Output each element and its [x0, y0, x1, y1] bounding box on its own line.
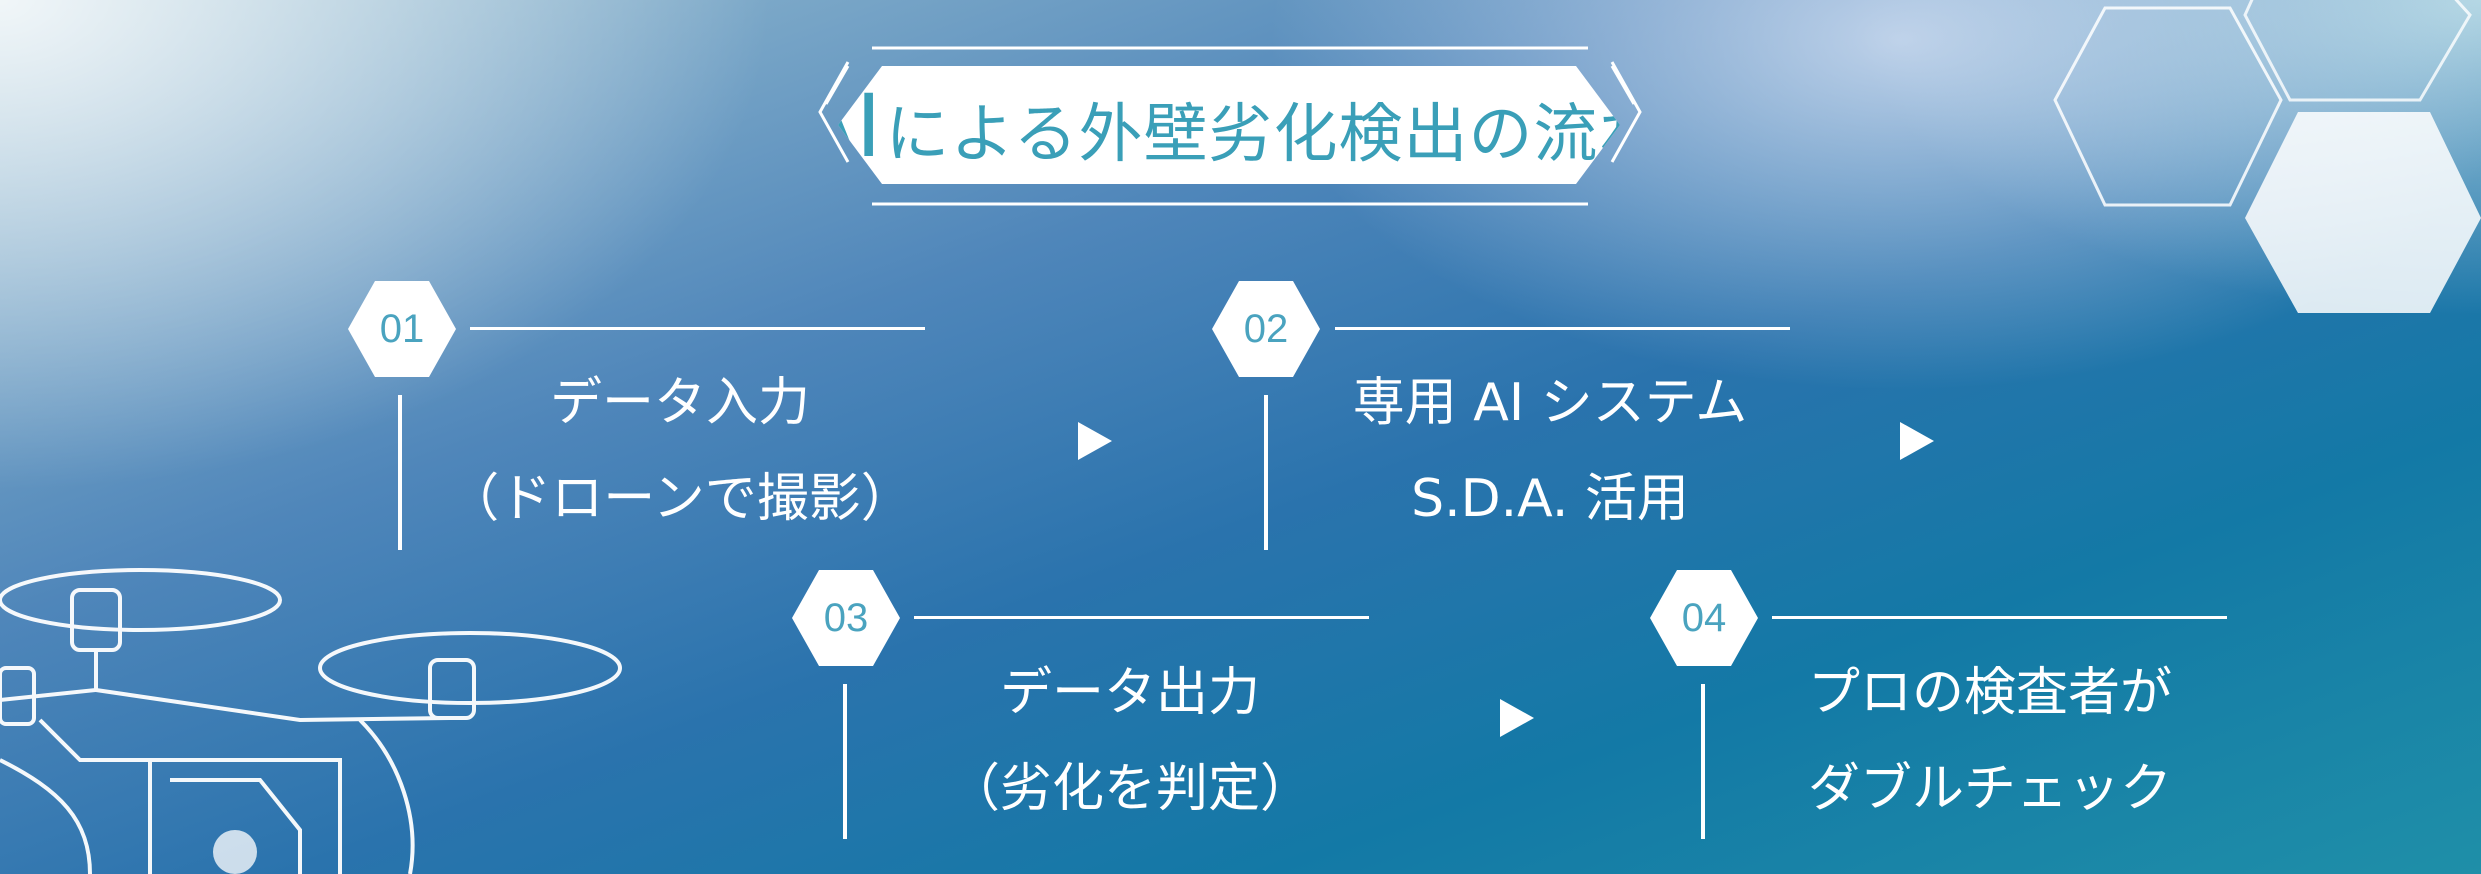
step-number: 04: [1681, 595, 1727, 640]
drone-illustration: [0, 568, 622, 874]
arrow-icon: [1500, 699, 1534, 737]
step-03-badge: 03: [792, 570, 900, 666]
divider-line: [1701, 684, 1705, 839]
step-02-badge: 02: [1212, 281, 1320, 377]
arrow-icon: [1078, 422, 1112, 460]
step-01-line2: （ドローンで撮影）: [447, 469, 913, 529]
step-04-line2: ダブルチェック: [1807, 759, 2172, 819]
step-02-line2: S.D.A. 活用: [1411, 469, 1689, 529]
step-number: 01: [379, 306, 425, 351]
step-number: 03: [823, 595, 869, 640]
step-02-line1: 専用 AI システム: [1352, 373, 1748, 433]
step-01-badge: 01: [348, 281, 456, 377]
step-03-line1: データ出力: [999, 663, 1260, 723]
divider-line: [843, 684, 847, 839]
step-01-line1: データ入力: [549, 373, 810, 433]
divider-line: [1772, 616, 2227, 619]
step-04-line1: プロの検査者が: [1807, 663, 2172, 723]
title-banner: AIによる外壁劣化検出の流れ: [838, 66, 1620, 184]
divider-line: [1264, 395, 1268, 550]
arrow-icon: [1900, 422, 1934, 460]
divider-line: [914, 616, 1369, 619]
divider-line: [1335, 327, 1790, 330]
step-number: 02: [1243, 306, 1289, 351]
divider-line: [470, 327, 925, 330]
divider-line: [398, 395, 402, 550]
step-04-badge: 04: [1650, 570, 1758, 666]
hexagon-cluster: [2053, 0, 2481, 313]
title-rest: による外壁劣化検出の流れ: [885, 97, 1664, 172]
step-03-line2: （劣化を判定）: [947, 759, 1312, 819]
page-title: AIによる外壁劣化検出の流れ: [838, 73, 1664, 178]
